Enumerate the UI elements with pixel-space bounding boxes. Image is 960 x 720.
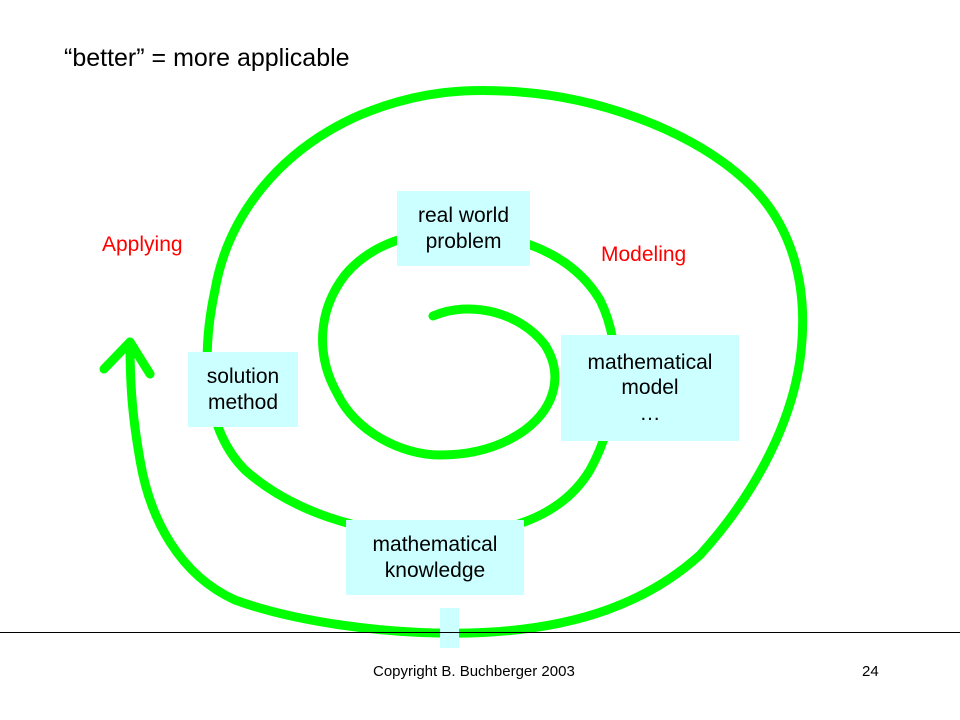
footer-divider bbox=[0, 632, 960, 633]
box-line: method bbox=[207, 390, 279, 414]
box-line: knowledge bbox=[384, 558, 486, 582]
mathematical-model-box: mathematical model … bbox=[561, 335, 739, 441]
copyright-text: Copyright B. Buchberger 2003 bbox=[373, 663, 575, 680]
box-line: mathematical bbox=[372, 533, 498, 557]
page-number: 24 bbox=[862, 663, 879, 680]
box-line: mathematical bbox=[587, 351, 713, 375]
applying-label: Applying bbox=[102, 233, 183, 256]
box-line: … bbox=[639, 401, 661, 425]
box-line: problem bbox=[425, 229, 502, 253]
box-line: solution bbox=[206, 365, 280, 389]
spiral-tail-marker bbox=[440, 608, 459, 648]
box-line: real world bbox=[417, 204, 510, 228]
modeling-label: Modeling bbox=[601, 243, 687, 266]
real-world-problem-box: real world problem bbox=[397, 191, 530, 266]
slide-title: “better” = more applicable bbox=[64, 44, 350, 72]
box-line: model bbox=[621, 376, 679, 400]
mathematical-knowledge-box: mathematical knowledge bbox=[346, 520, 524, 595]
arrow-head bbox=[99, 337, 155, 379]
solution-method-box: solution method bbox=[188, 352, 298, 427]
